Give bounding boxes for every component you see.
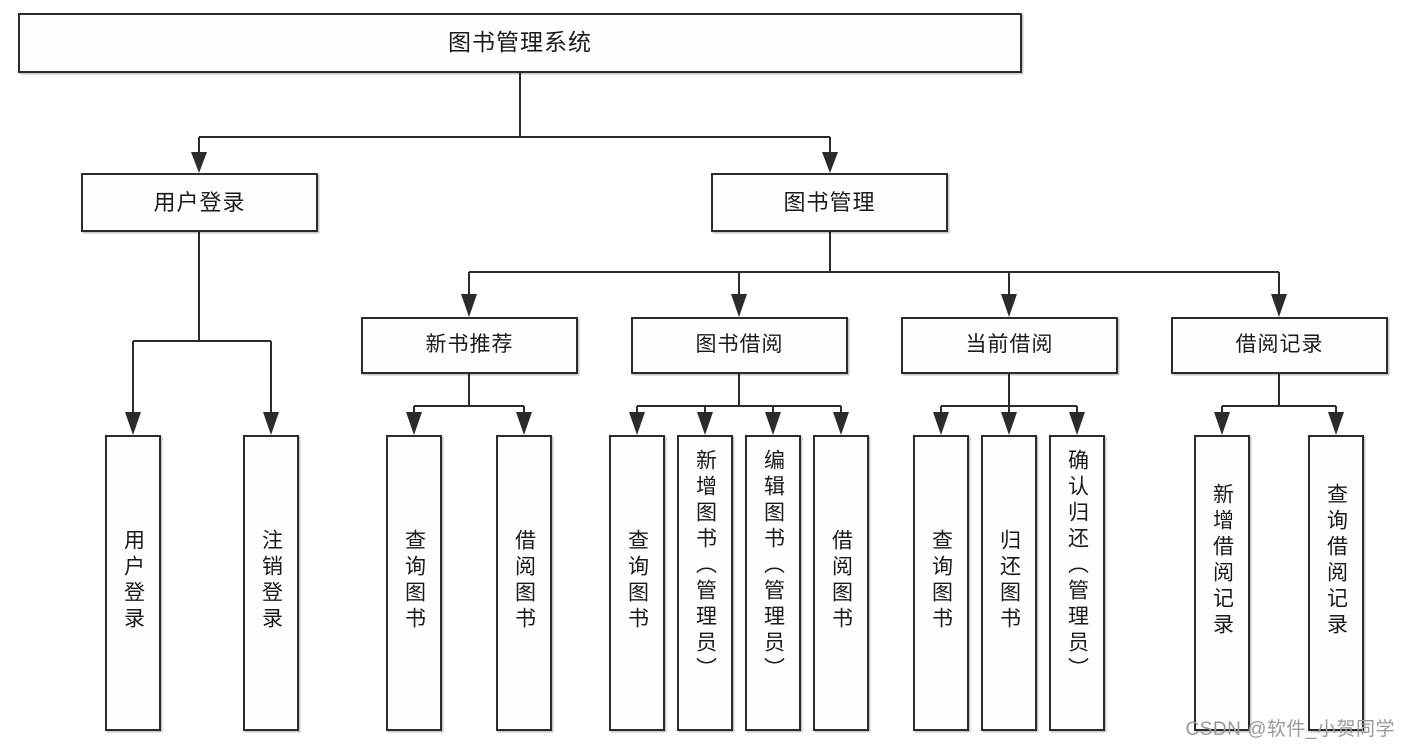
node-root-system[interactable]: 图书管理系统 <box>18 13 1022 73</box>
node-label: 图书管理系统 <box>448 29 592 56</box>
leaf-label: 新增图书（管理员） <box>693 449 717 683</box>
leaf-label: 归还图书 <box>997 529 1021 633</box>
leaf-label: 查询借阅记录 <box>1324 483 1348 639</box>
leaf-label: 用户登录 <box>121 529 145 633</box>
leaf-label: 新增借阅记录 <box>1210 483 1234 639</box>
leaf-query-borrow-record[interactable]: 查询借阅记录 <box>1308 435 1364 731</box>
leaf-label: 借阅图书 <box>829 529 853 633</box>
node-label: 新书推荐 <box>425 333 514 357</box>
leaf-logout[interactable]: 注销登录 <box>243 435 299 731</box>
leaf-add-borrow-record[interactable]: 新增借阅记录 <box>1194 435 1250 731</box>
leaf-confirm-return-admin[interactable]: 确认归还（管理员） <box>1049 435 1105 731</box>
leaf-label: 编辑图书（管理员） <box>761 449 785 683</box>
leaf-query-book-recommendation[interactable]: 查询图书 <box>386 435 442 731</box>
node-label: 当前借阅 <box>965 333 1054 357</box>
leaf-label: 注销登录 <box>259 529 283 633</box>
node-book-borrow[interactable]: 图书借阅 <box>631 317 848 374</box>
node-borrow-record[interactable]: 借阅记录 <box>1171 317 1388 374</box>
leaf-query-book-borrow[interactable]: 查询图书 <box>609 435 665 731</box>
leaf-label: 查询图书 <box>625 529 649 633</box>
node-label: 用户登录 <box>153 189 246 215</box>
leaf-label: 借阅图书 <box>512 529 536 633</box>
node-label: 图书管理 <box>783 189 876 215</box>
node-book-management[interactable]: 图书管理 <box>711 173 948 232</box>
node-new-book-recommendation[interactable]: 新书推荐 <box>361 317 578 374</box>
leaf-user-login[interactable]: 用户登录 <box>105 435 161 731</box>
node-label: 图书借阅 <box>695 333 784 357</box>
leaf-label: 确认归还（管理员） <box>1065 449 1089 683</box>
watermark: CSDN @软件_小贺同学 <box>1185 719 1395 740</box>
leaf-edit-book-admin[interactable]: 编辑图书（管理员） <box>745 435 801 731</box>
node-user-login[interactable]: 用户登录 <box>81 173 318 232</box>
leaf-return-book[interactable]: 归还图书 <box>981 435 1037 731</box>
leaf-label: 查询图书 <box>402 529 426 633</box>
node-current-borrow[interactable]: 当前借阅 <box>901 317 1118 374</box>
node-label: 借阅记录 <box>1235 333 1324 357</box>
leaf-label: 查询图书 <box>929 529 953 633</box>
leaf-borrow-book[interactable]: 借阅图书 <box>813 435 869 731</box>
leaf-query-book-current[interactable]: 查询图书 <box>913 435 969 731</box>
leaf-add-book-admin[interactable]: 新增图书（管理员） <box>677 435 733 731</box>
leaf-borrow-book-recommendation[interactable]: 借阅图书 <box>496 435 552 731</box>
